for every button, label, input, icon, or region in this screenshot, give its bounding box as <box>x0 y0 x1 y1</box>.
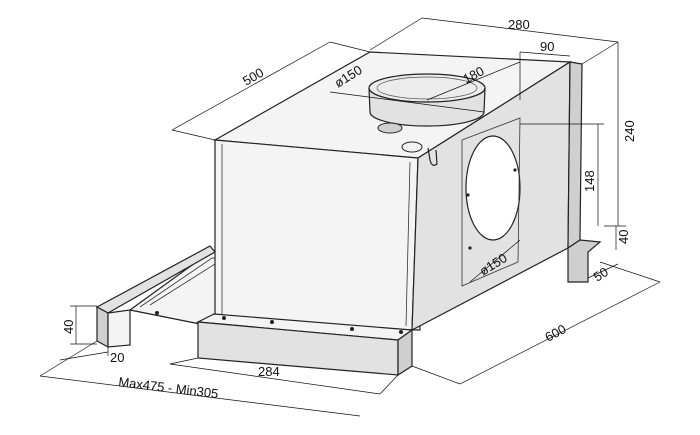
dim-284-text: 284 <box>258 364 280 379</box>
side-outlet-hole <box>465 135 521 241</box>
screw <box>468 246 472 250</box>
left-end-block-front <box>107 309 131 348</box>
dim-20-line <box>59 351 109 361</box>
dim-284-ext2 <box>379 374 399 395</box>
dim-284-line <box>169 363 381 395</box>
side-outlet-frame <box>461 117 521 287</box>
dim-20-text: 20 <box>110 350 124 365</box>
dim-280-text: 280 <box>508 17 530 32</box>
body-front-face <box>214 139 419 331</box>
dim-280-line <box>421 17 619 43</box>
dim-600-text: 600 <box>542 321 568 344</box>
screw <box>513 168 517 172</box>
dim-148-text: 148 <box>582 170 597 192</box>
dim-range-line <box>39 375 361 417</box>
screw <box>222 316 226 320</box>
top-vent <box>377 122 403 134</box>
dim-280-ext2 <box>581 41 619 65</box>
dim-side-dia-line <box>469 239 521 283</box>
dim-range-ext <box>39 340 98 377</box>
top-grommet <box>401 141 423 153</box>
screw <box>270 320 274 324</box>
dim-180-line <box>426 61 521 101</box>
dim-range-text: Max475 - Min305 <box>118 374 220 401</box>
dim-500-ext2 <box>329 41 371 53</box>
dim-top-dia-line <box>329 91 485 113</box>
screw <box>155 311 159 315</box>
dim-90-text: 90 <box>540 39 554 54</box>
dim-280-ext <box>369 17 423 51</box>
front-face-edge-right <box>405 161 411 327</box>
dim-500-text: 500 <box>240 65 266 89</box>
dim-40l-text: 40 <box>61 320 76 334</box>
dim-600-ext2 <box>599 261 661 283</box>
screw <box>399 330 403 334</box>
screw <box>466 193 470 197</box>
hanging-hook <box>427 147 438 166</box>
dim-284-ext <box>169 357 199 365</box>
dim-240-text: 240 <box>622 120 637 142</box>
dim-500-line <box>171 41 331 131</box>
top-outlet-inner <box>376 76 478 100</box>
dim-600-ext <box>411 365 461 385</box>
body-back-strip <box>567 61 583 250</box>
dim-500-ext <box>171 129 216 141</box>
dim-40r-text: 40 <box>616 230 631 244</box>
left-end-block <box>96 305 109 349</box>
dim-90-line <box>519 51 571 57</box>
right-step-block <box>567 239 602 283</box>
screw <box>350 327 354 331</box>
dim-50-text: 50 <box>591 264 611 284</box>
dim-600-line <box>459 281 661 385</box>
